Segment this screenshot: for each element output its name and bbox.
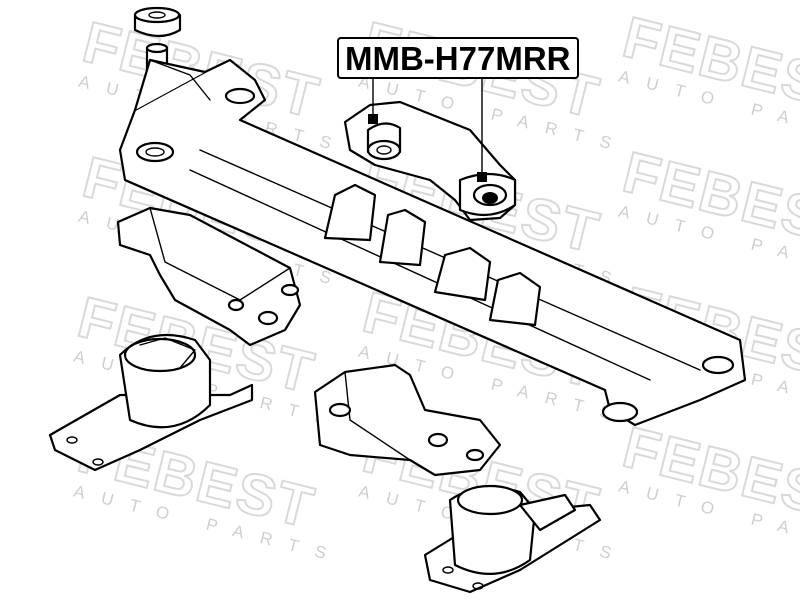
center-bracket bbox=[313, 363, 502, 477]
lower-right-mount bbox=[423, 484, 602, 594]
lower-left-mount bbox=[48, 333, 254, 472]
main-crossmember bbox=[118, 58, 747, 427]
watermark-tile: FEBEST AUTO PARTS bbox=[616, 4, 800, 152]
highlighted-engine-mount bbox=[343, 71, 517, 222]
watermark-tile: FEBEST AUTO PARTS bbox=[616, 139, 800, 287]
left-bracket bbox=[116, 206, 302, 347]
watermark-tile: FEBEST AUTO PARTS bbox=[616, 414, 800, 562]
part-number-label: MMB-H77MRR bbox=[337, 37, 579, 79]
